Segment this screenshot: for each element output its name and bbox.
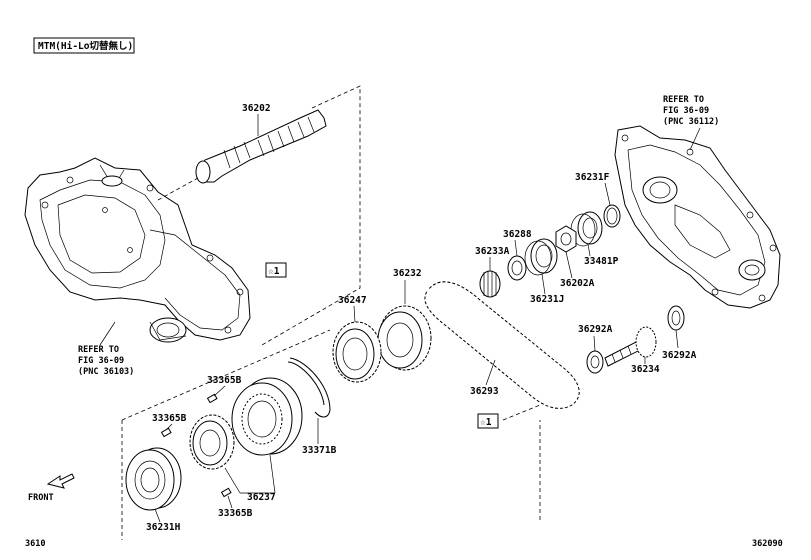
part-33365B-key-left[interactable]: [160, 427, 172, 438]
label-36231J: 36231J: [530, 294, 564, 305]
refer-right-line1: REFER TO: [663, 95, 704, 105]
part-36237-hub-gear[interactable]: [189, 414, 235, 470]
drawing-number: 362090: [752, 539, 783, 549]
label-33481P: 33481P: [584, 256, 619, 267]
label-36292A-left: 36292A: [578, 324, 613, 335]
part-33481P-nut[interactable]: [555, 225, 577, 253]
part-36202-shaft[interactable]: [195, 109, 327, 184]
label-36292A-right: 36292A: [662, 350, 697, 361]
label-36232: 36232: [393, 268, 422, 279]
variant-label: MTM(Hi-Lo切替無し): [38, 40, 133, 52]
front-arrow-icon: [46, 473, 75, 489]
label-33365B-left: 33365B: [152, 413, 187, 424]
label-36234: 36234: [631, 364, 660, 375]
part-36292A-bearing-left[interactable]: [586, 350, 604, 374]
part-36231F-snap-ring[interactable]: [603, 204, 621, 228]
label-36247: 36247: [338, 295, 367, 306]
part-33365B-key-upper[interactable]: [206, 393, 218, 404]
part-36231J-bearing[interactable]: [524, 238, 558, 276]
note-mark-1-text: ☆1: [268, 266, 280, 277]
label-36231F: 36231F: [575, 172, 610, 183]
part-36292A-bearing-right[interactable]: [667, 305, 685, 331]
part-36293-drive-chain[interactable]: [423, 280, 581, 410]
label-36293: 36293: [470, 386, 499, 397]
note-mark-2-text: ☆1: [480, 417, 492, 428]
variant-box: [33, 37, 135, 54]
label-33365B-lower: 33365B: [218, 508, 253, 519]
note-mark-2: [477, 413, 499, 429]
refer-left-line1: REFER TO: [78, 345, 119, 355]
label-36288: 36288: [503, 229, 532, 240]
part-36234-output-shaft[interactable]: [604, 326, 657, 367]
note-mark-1: [265, 262, 287, 278]
label-36233A: 36233A: [475, 246, 510, 257]
label-33365B-upper: 33365B: [207, 375, 242, 386]
front-label: FRONT: [28, 493, 54, 503]
part-36233A-needle-bearing[interactable]: [479, 270, 501, 298]
part-36237-shift-sleeve[interactable]: [231, 377, 303, 456]
transfer-case-rear-housing[interactable]: [614, 125, 781, 309]
refer-right-line3: (PNC 36112): [663, 117, 719, 127]
part-36288-spacer[interactable]: [507, 255, 527, 281]
label-36231H: 36231H: [146, 522, 181, 533]
label-33371B: 33371B: [302, 445, 337, 456]
refer-left-line3: (PNC 36103): [78, 367, 134, 377]
label-36202A: 36202A: [560, 278, 595, 289]
part-36232-sprocket[interactable]: [377, 305, 432, 371]
part-33365B-key-lower[interactable]: [220, 487, 232, 498]
label-36202: 36202: [242, 103, 271, 114]
part-36247-gear[interactable]: [332, 321, 382, 383]
refer-right-line2: FIG 36-09: [663, 106, 709, 116]
figure-code: 3610: [25, 539, 45, 549]
part-33371B-snap-ring[interactable]: [287, 357, 331, 418]
label-36237: 36237: [247, 492, 276, 503]
part-36231H-bearing[interactable]: [125, 447, 182, 511]
transfer-case-front-housing[interactable]: [24, 157, 251, 343]
refer-left-line2: FIG 36-09: [78, 356, 124, 366]
